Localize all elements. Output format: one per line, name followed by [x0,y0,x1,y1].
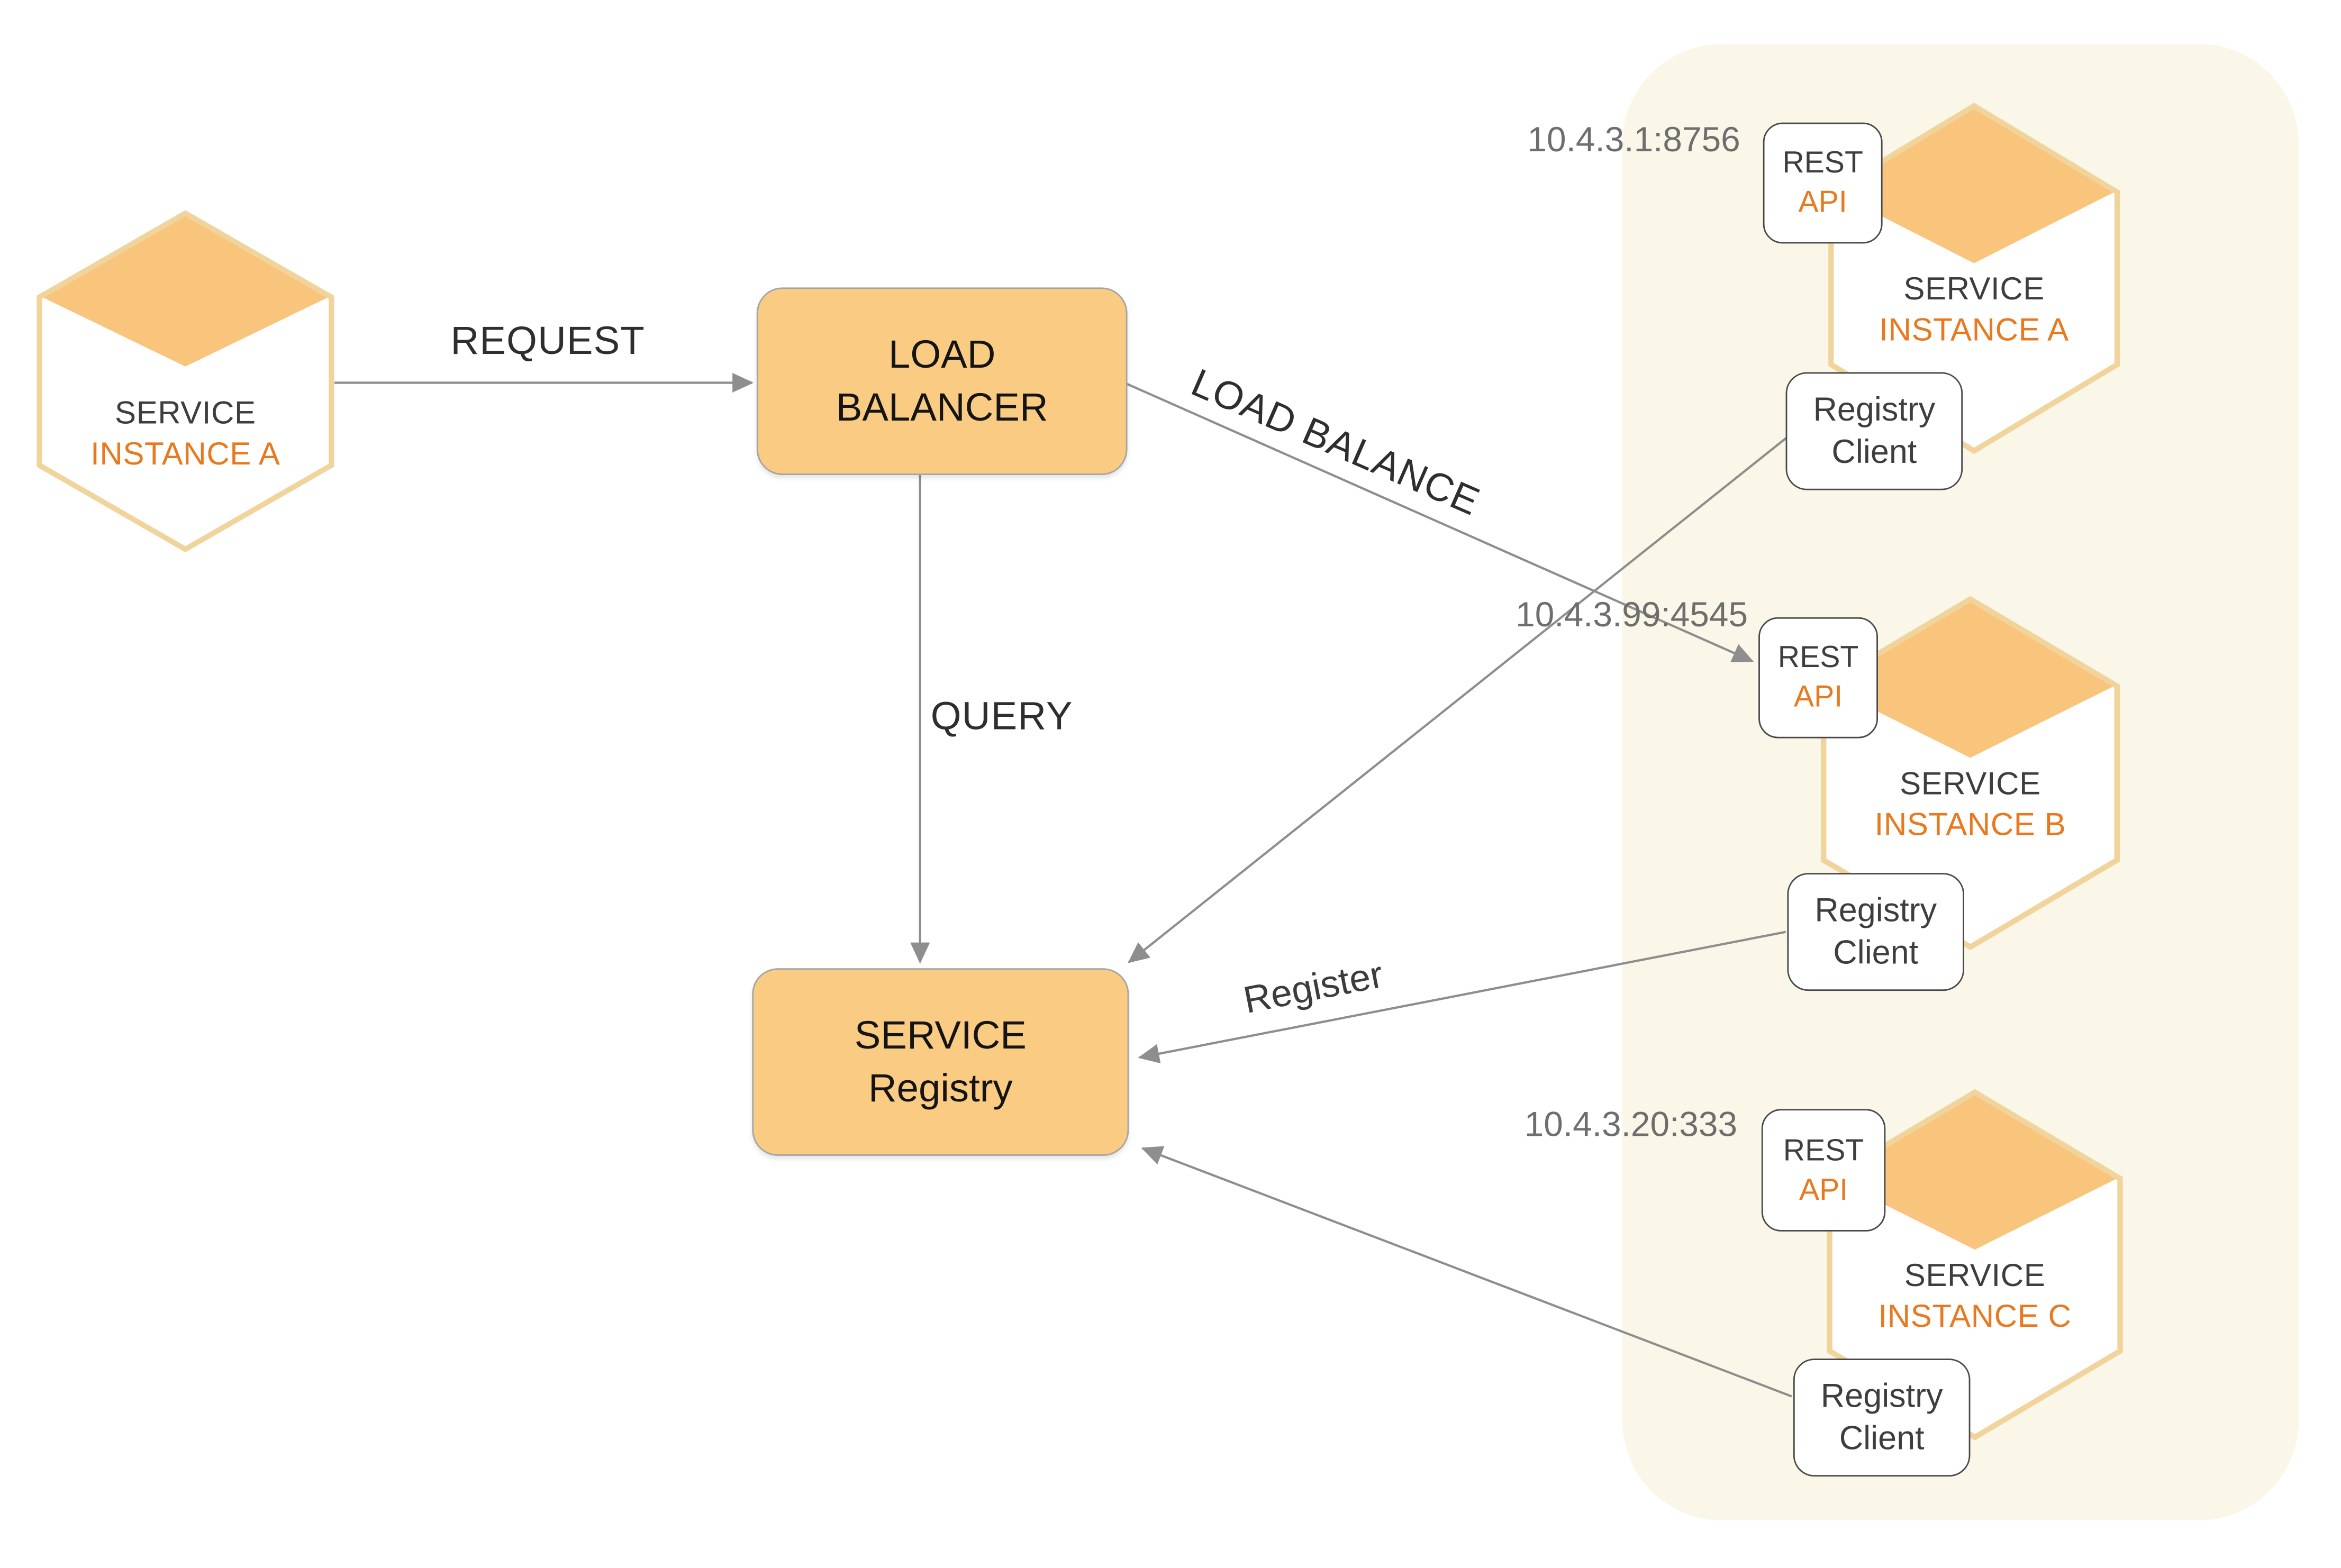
query-edge-label: QUERY [930,692,1073,739]
instance-a-rest-api-box: REST API [1763,122,1883,244]
register-arrow-instance-a [1128,436,1788,963]
instance-a-hexagon-top-face [1834,107,2115,263]
client-instance-text: INSTANCE A [90,437,280,472]
instance-a-registry-client-line1: Registry [1813,390,1936,429]
instance-a-name-text: INSTANCE A [1879,313,2069,348]
load-balancer-label-line2: BALANCER [836,384,1048,430]
instance-a-registry-client-line2: Client [1831,432,1917,471]
instance-b-hexagon [1820,596,2120,951]
register-arrow-instance-c [1141,1146,1792,1398]
service-registry-label-line2: Registry [868,1065,1013,1111]
instance-a-api-text: API [1798,186,1847,220]
instance-c-address: 10.4.3.20:333 [1524,1104,1738,1144]
instance-c-hexagon-top-face [1832,1093,2117,1250]
instance-c-registry-client-box: Registry Client [1793,1359,1971,1477]
instance-c-api-text: API [1799,1173,1848,1207]
instance-b-api-text: API [1793,680,1843,714]
instance-b-hexagon-top-face [1827,600,2114,758]
instance-b-address: 10.4.3.99:4545 [1516,594,1748,634]
instance-c-hexagon-label: SERVICE INSTANCE C [1827,1256,2124,1337]
instance-b-name-text: INSTANCE B [1874,808,2066,843]
instance-c-service-text: SERVICE [1904,1259,2046,1294]
load-balancer-node: LOAD BALANCER [756,287,1128,475]
instance-c-rest-api-box: REST API [1761,1109,1886,1232]
instance-b-rest-text: REST [1777,641,1859,675]
client-hexagon [37,210,334,553]
instance-b-registry-client-line2: Client [1833,933,1919,971]
client-hexagon-label: SERVICE INSTANCE A [37,394,334,475]
load-balancer-label-line1: LOAD [888,331,996,377]
service-registry-node: SERVICE Registry [752,968,1129,1156]
instance-b-rest-api-box: REST API [1758,617,1879,739]
instance-b-registry-client-line1: Registry [1814,891,1937,929]
instance-a-registry-client-box: Registry Client [1785,372,1963,490]
register-arrow-instance-b [1138,931,1786,1064]
client-service-text: SERVICE [115,396,256,432]
instance-a-hexagon-label: SERVICE INSTANCE A [1828,269,2120,351]
instance-c-registry-client-line2: Client [1839,1419,1925,1457]
instance-c-name-text: INSTANCE C [1878,1299,2072,1335]
load-balance-arrow [1123,381,1754,662]
instance-c-registry-client-line1: Registry [1820,1376,1943,1415]
service-registry-label-line1: SERVICE [854,1012,1027,1058]
request-edge-label: REQUEST [450,317,645,363]
instance-c-hexagon [1827,1089,2123,1441]
client-hexagon-top-face [42,214,329,367]
instance-b-hexagon-label: SERVICE INSTANCE B [1820,764,2120,845]
instance-c-rest-text: REST [1783,1134,1864,1168]
instance-a-service-text: SERVICE [1903,272,2045,307]
instance-a-address: 10.4.3.1:8756 [1527,119,1740,159]
instance-b-service-text: SERVICE [1900,767,2041,802]
client-hexagon-outline [37,210,334,553]
instance-b-registry-client-box: Registry Client [1787,873,1965,991]
instance-a-rest-text: REST [1782,147,1863,180]
